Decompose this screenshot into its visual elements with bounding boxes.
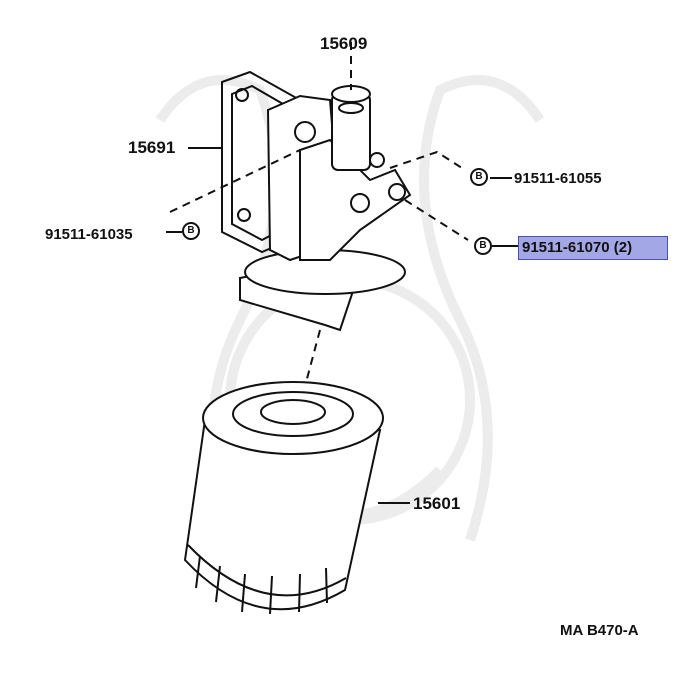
label-15601: 15601: [413, 494, 461, 513]
highlight-box: [518, 236, 668, 260]
dashed-leader-lines: [169, 42, 469, 406]
label-91511-61035: 91511-61035: [45, 226, 133, 243]
bracket-15609: [239, 85, 412, 332]
label-91511-61055: 91511-61055: [514, 170, 602, 187]
label-15609: 15609: [320, 34, 368, 53]
label-leaders: [166, 147, 518, 504]
diagram-code: MA B470-A: [560, 622, 639, 639]
label-15691: 15691: [128, 138, 176, 157]
b-badge-icon: B: [182, 222, 200, 240]
b-badge-icon: B: [474, 237, 492, 255]
b-badge-icon: B: [470, 168, 488, 186]
oil-filter-15601: [183, 381, 384, 615]
label-91511-61070: 91511-61070 (2): [522, 239, 633, 256]
